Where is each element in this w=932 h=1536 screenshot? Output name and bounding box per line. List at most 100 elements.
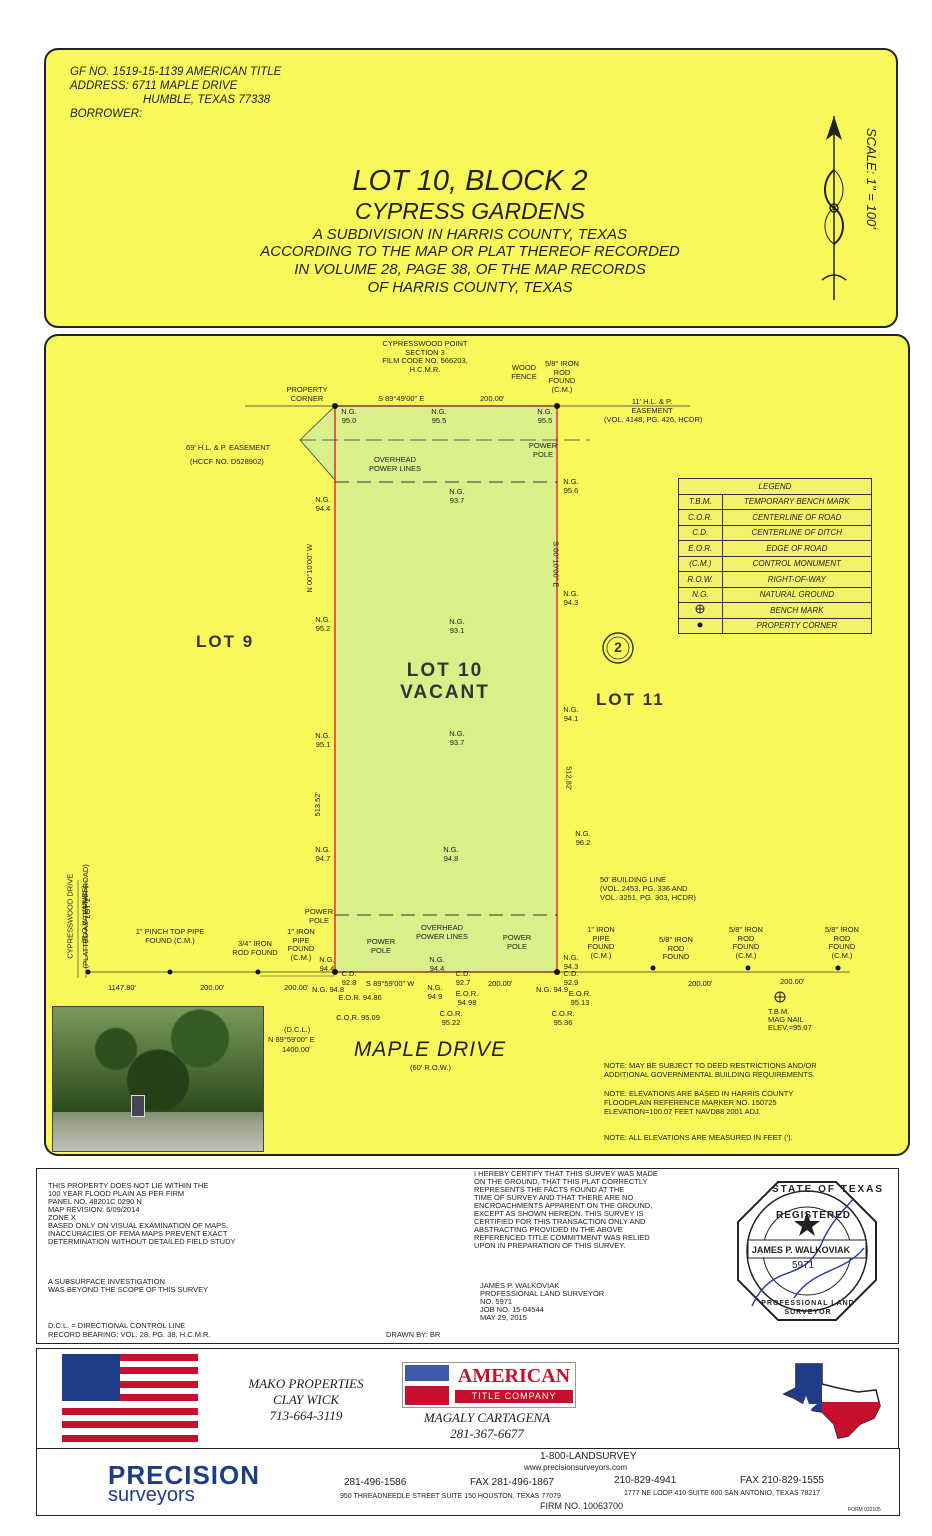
texas-flag-icon [782, 1363, 881, 1439]
footer-address-2: 1777 NE LOOP 410 SUITE 600 SAN ANTONIO, … [624, 1490, 821, 1497]
cert-4: TIME OF SURVEY AND THAT THERE ARE NO [474, 1193, 634, 1202]
hl-easement-left: 69' H.L. & P. EASEMENT [186, 443, 271, 452]
eagle-icon [405, 1365, 449, 1405]
building-line: 50' BUILDING LINE [600, 875, 667, 884]
power-pole-left: POWER POLE [304, 907, 334, 925]
footer-address-1: 950 THREADNEEDLE STREET SUITE 150 HOUSTO… [340, 1493, 561, 1500]
legend-abbr: (C.M.) [678, 555, 723, 572]
west-bearing: N 00°10'00" W [305, 543, 315, 593]
ng-c2: N.G. 93.1 [449, 617, 465, 635]
cert-3: REPRESENTS THE FACTS FOUND AT THE [474, 1185, 625, 1194]
mako-contact: CLAY WICK [272, 1392, 340, 1407]
description-line-1: A SUBDIVISION IN HARRIS COUNTY, TEXAS [313, 226, 627, 243]
left-distance: 1147.80' [108, 983, 136, 992]
footer-firm: FIRM NO. 10063700 [540, 1501, 624, 1511]
ng-c4: N.G. 94.8 [443, 845, 459, 863]
city-line: HUMBLE, TEXAS 77338 [143, 94, 271, 106]
cor-r: C.O.R. 95.36 [551, 1009, 575, 1027]
wood-fence-label: WOOD FENCE [511, 363, 537, 381]
legend-meaning: CENTERLINE OF ROAD [721, 509, 873, 526]
cert-8: ABSTRACTING PROVIDED IN THE ABOVE [474, 1225, 623, 1234]
property-corner-label: PROPERTY CORNER [286, 385, 328, 403]
note-2: ADDITIONAL GOVERNMENTAL BUILDING REQUIRE… [604, 1070, 815, 1079]
ng-sr: N.G. 94.9 [536, 985, 569, 994]
legend-abbr: E.O.R. [678, 540, 723, 557]
dcl-bearing: N 89°59'00" E [268, 1035, 315, 1044]
seal-top: STATE OF TEXAS [772, 1184, 885, 1195]
hl-easement-top: 11' H.L. & P. EASEMENT [631, 397, 673, 415]
flood-8: DETERMINATION WITHOUT DETAILED FIELD STU… [48, 1237, 236, 1246]
north-distance: 200.00' [480, 394, 505, 403]
note-1: NOTE: MAY BE SUBJECT TO DEED RESTRICTION… [604, 1061, 817, 1070]
legend-title: LEGEND [678, 478, 872, 495]
description-line-2: ACCORDING TO THE MAP OR PLAT THEREOF REC… [260, 243, 680, 260]
ng-bl: N.G. 94.4 [319, 955, 335, 973]
ng-r3: N.G. 94.1 [563, 705, 579, 723]
north-bearing: S 89°49'00" E [378, 394, 425, 403]
dcl-label: (D.C.L.) [284, 1025, 311, 1034]
legend-meaning: TEMPORARY BENCH MARK [721, 493, 873, 510]
rod-58-c: 5/8" IRON ROD FOUND (C.M.) [825, 925, 859, 960]
american-logo: AMERICAN TITLE COMPANY [402, 1362, 576, 1408]
surveyor-job: JOB NO. 15-04544 [480, 1305, 544, 1314]
mako-box [216, 1348, 397, 1450]
photo-sign [131, 1095, 145, 1117]
eor-m: E.O.R. 94.98 [455, 989, 479, 1007]
seg-200-a: 200.00' [200, 983, 225, 992]
overhead-lines-bottom: OVERHEAD POWER LINES [415, 923, 469, 941]
north-adjoiner-1: CYPRESSWOOD POINT [382, 339, 468, 348]
street-left-1: CYPRESSWOOD DRIVE [65, 873, 75, 959]
precision-brand: PRECISION [108, 1460, 261, 1490]
ng-sl: N.G. 94.8 [312, 985, 345, 994]
overhead-lines-top: OVERHEAD POWER LINES [368, 455, 422, 473]
ng-c3: N.G. 93.7 [449, 729, 465, 747]
us-flag-icon [62, 1354, 198, 1442]
legend-abbr: T.B.M. [678, 493, 723, 510]
building-line-ref-1: (VOL. 2453, PG. 336 AND [600, 884, 688, 893]
legend-abbr: N.G. [678, 586, 723, 603]
ng-l1: N.G. 94.4 [315, 495, 331, 513]
cert-6: EXCEPT AS SHOWN HEREON. THIS SURVEY IS [474, 1209, 644, 1218]
seal-registered: REGISTERED [776, 1210, 852, 1221]
ng-l2: N.G. 95.2 [315, 615, 331, 633]
ng-tm: N.G. 95.5 [431, 407, 447, 425]
eor-r: E.O.R. 95.13 [568, 989, 592, 1007]
ng-r1: N.G. 95.6 [563, 477, 579, 495]
footer-fax-2: FAX 210-829-1555 [740, 1475, 824, 1486]
note-5: ELEVATION=100.07 FEET NAVD88 2001 ADJ. [604, 1107, 761, 1116]
legend-meaning: CENTERLINE OF DITCH [721, 524, 873, 541]
block-number: 2 [614, 639, 622, 655]
power-pole-top: POWER POLE [528, 441, 558, 459]
ng-tl: N.G. 95.0 [341, 407, 357, 425]
footer-fax-1: FAX 281-496-1867 [470, 1477, 554, 1488]
legend-meaning: EDGE OF ROAD [721, 540, 873, 557]
property-photo [52, 1006, 264, 1152]
footer-phone-main: 1-800-LANDSURVEY [540, 1451, 637, 1462]
cd-l: C.D. 92.8 [341, 969, 357, 987]
page-subtitle: CYPRESS GARDENS [354, 198, 586, 224]
road-row: (60' R.O.W.) [410, 1063, 452, 1072]
north-arrow-icon [821, 116, 847, 300]
north-adjoiner-3: FILM CODE NO. 566203, [382, 356, 468, 365]
hl-easement-top-ref: (VOL. 4148, PG. 426, HCDR) [604, 415, 703, 424]
lot-10-label: LOT 10 [406, 660, 484, 681]
ng-l3: N.G. 95.1 [315, 731, 331, 749]
building-line-ref-2: VOL. 3251, PG. 303, HCDR) [600, 893, 696, 902]
west-distance: 513.52' [312, 792, 322, 817]
blank-box [578, 1348, 761, 1450]
surveyor-date: MAY 29, 2015 [480, 1313, 527, 1322]
subsurface-1: A SUBSURFACE INVESTIGATION [48, 1277, 165, 1286]
cert-1: I HEREBY CERTIFY THAT THIS SURVEY WAS MA… [474, 1169, 658, 1178]
american-contact: MAGALY CARTAGENA [423, 1410, 551, 1425]
lot-11-label: LOT 11 [596, 690, 665, 709]
pipe-1-right: 1" IRON PIPE FOUND (C.M.) [587, 925, 615, 960]
flood-1: THIS PROPERTY DOES NOT LIE WITHIN THE [48, 1181, 209, 1190]
flood-7: INACCURACIES OF FEMA MAPS PREVENT EXACT [48, 1229, 228, 1238]
cor-m: C.O.R. 95.22 [439, 1009, 463, 1027]
rod-58-b: 5/8" IRON ROD FOUND (C.M.) [729, 925, 763, 960]
legend-abbr: C.O.R. [678, 509, 723, 526]
iron-rod-top-label: 5/8" IRON ROD FOUND (C.M.) [545, 359, 579, 394]
tbm-3: ELEV.=95.07 [768, 1023, 812, 1032]
ng-br: N.G. 94.3 [563, 953, 579, 971]
power-pole-bl: POWER POLE [366, 937, 396, 955]
